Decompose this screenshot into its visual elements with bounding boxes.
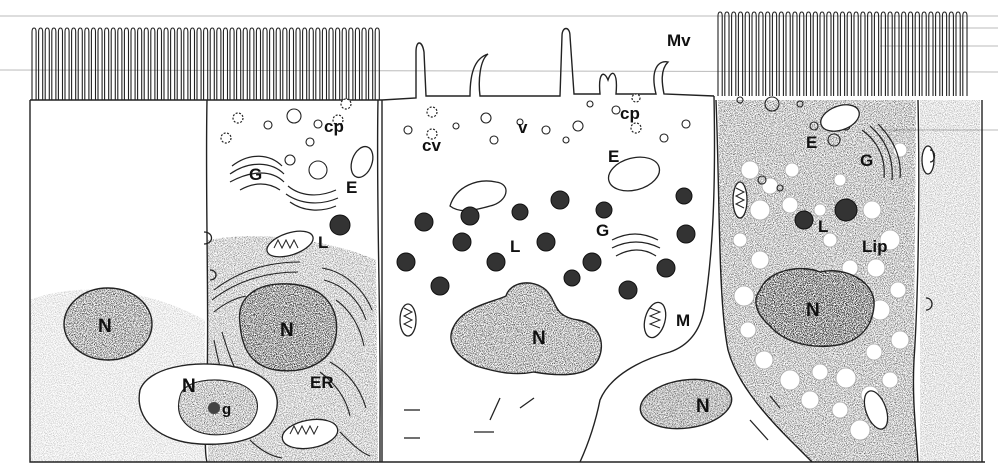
vacuole [450, 181, 506, 211]
label-n-right: N [806, 300, 820, 321]
label-cp-mid: cp [620, 104, 640, 123]
label-e-left: E [346, 178, 357, 197]
label-lip: Lip [862, 237, 888, 256]
label-n-left: N [280, 320, 294, 341]
label-g-small: g [222, 401, 231, 418]
label-cv: cv [422, 136, 441, 155]
microvilli-right [718, 12, 967, 96]
label-g-right: G [860, 151, 873, 170]
label-n-mid: N [532, 328, 546, 349]
label-n-basal: N [182, 376, 196, 397]
label-e-right: E [806, 133, 817, 152]
label-l-right: L [818, 217, 828, 236]
label-g-left: G [249, 165, 262, 184]
label-cp-left: cp [324, 117, 344, 136]
microvilli-left [32, 28, 379, 100]
label-l-mid: L [510, 237, 520, 256]
label-mv: Mv [667, 31, 691, 50]
label-n-far-left: N [98, 316, 112, 337]
label-v: v [518, 118, 528, 137]
label-n-bottom: N [696, 396, 710, 417]
label-er: ER [310, 373, 334, 392]
label-m-mid: M [676, 311, 690, 330]
label-e-mid: E [608, 147, 619, 166]
label-g-mid: G [596, 221, 609, 240]
label-l-left: L [318, 233, 328, 252]
